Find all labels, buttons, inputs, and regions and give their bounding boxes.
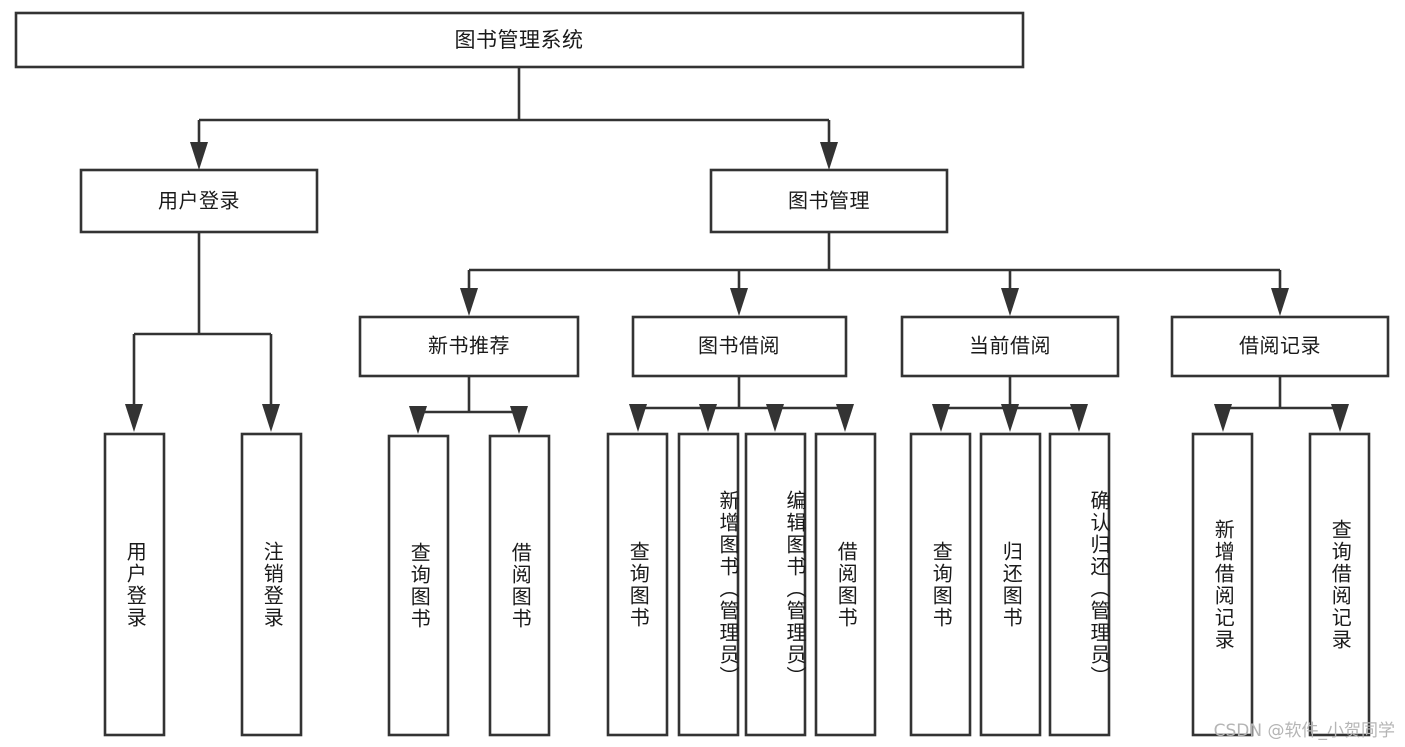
csdn-watermark: CSDN @软件_小贺同学 xyxy=(1213,721,1395,741)
leaf-add-record-box[interactable] xyxy=(1191,432,1254,737)
leaf-query-book-2-box[interactable] xyxy=(606,432,669,737)
arrowhead-leaf-query-record xyxy=(1331,404,1349,432)
node-root-box[interactable] xyxy=(14,11,1025,69)
node-root[interactable]: 图书管理系统 xyxy=(14,11,1025,69)
connector-group-book-borrow xyxy=(629,376,854,432)
connector-group-book-manage xyxy=(460,232,1289,316)
connector-group-new-book-recommend xyxy=(409,376,528,434)
node-current-borrow[interactable]: 当前借阅 xyxy=(900,315,1120,378)
arrowhead-new-book-recommend xyxy=(460,288,478,316)
arrowhead-leaf-borrow-book-1 xyxy=(510,406,528,434)
arrowhead-book-manage xyxy=(820,142,838,170)
arrowhead-current-borrow xyxy=(1001,288,1019,316)
node-user-login[interactable]: 用户登录 xyxy=(79,168,319,234)
arrowhead-leaf-query-book-2 xyxy=(629,404,647,432)
node-user-login-label: 用户登录 xyxy=(158,189,240,213)
arrowhead-leaf-user-login xyxy=(125,404,143,432)
connector-group-borrow-record xyxy=(1214,376,1349,432)
leaf-borrow-book-1-box[interactable] xyxy=(488,434,551,737)
node-new-book-recommend[interactable]: 新书推荐 xyxy=(358,315,580,378)
leaf-return-book-box[interactable] xyxy=(979,432,1042,737)
node-borrow-record-label: 借阅记录 xyxy=(1239,334,1321,358)
leaf-user-login-box[interactable] xyxy=(103,432,166,737)
leaf-query-book-1-box[interactable] xyxy=(387,434,450,737)
node-current-borrow-box[interactable] xyxy=(900,315,1120,378)
arrowhead-leaf-confirm-return xyxy=(1070,404,1088,432)
leaf-boxes-borrow-record xyxy=(1191,432,1371,737)
leaf-edit-book-box[interactable] xyxy=(744,432,807,737)
arrowhead-leaf-add-book xyxy=(699,404,717,432)
node-book-manage-box[interactable] xyxy=(709,168,949,234)
connector-group-root xyxy=(190,67,838,170)
arrowhead-user-login xyxy=(190,142,208,170)
arrowhead-leaf-borrow-book-2 xyxy=(836,404,854,432)
arrowhead-leaf-add-record xyxy=(1214,404,1232,432)
arrowhead-book-borrow xyxy=(730,288,748,316)
node-current-borrow-label: 当前借阅 xyxy=(969,334,1051,358)
leaf-borrow-book-2-box[interactable] xyxy=(814,432,877,737)
leaf-query-record-box[interactable] xyxy=(1308,432,1371,737)
node-borrow-record-box[interactable] xyxy=(1170,315,1390,378)
node-book-borrow[interactable]: 图书借阅 xyxy=(631,315,848,378)
arrowhead-leaf-user-logout xyxy=(262,404,280,432)
node-book-borrow-box[interactable] xyxy=(631,315,848,378)
arrowhead-leaf-query-book-3 xyxy=(932,404,950,432)
node-root-label: 图书管理系统 xyxy=(455,28,584,52)
arrowhead-leaf-edit-book xyxy=(766,404,784,432)
node-borrow-record[interactable]: 借阅记录 xyxy=(1170,315,1390,378)
node-new-book-recommend-box[interactable] xyxy=(358,315,580,378)
leaf-add-book-box[interactable] xyxy=(677,432,740,737)
leaf-boxes-book-borrow xyxy=(606,432,877,737)
node-book-manage[interactable]: 图书管理 xyxy=(709,168,949,234)
connector-group-current-borrow xyxy=(932,376,1088,432)
arrowhead-borrow-record xyxy=(1271,288,1289,316)
leaf-boxes-user-login xyxy=(103,432,303,737)
leaf-boxes-current-borrow xyxy=(909,432,1111,737)
node-new-book-recommend-label: 新书推荐 xyxy=(428,334,510,358)
leaf-user-logout-box[interactable] xyxy=(240,432,303,737)
node-book-borrow-label: 图书借阅 xyxy=(698,334,780,358)
node-user-login-box[interactable] xyxy=(79,168,319,234)
node-book-manage-label: 图书管理 xyxy=(788,189,870,213)
connector-group-user-login xyxy=(125,232,280,432)
arrowhead-leaf-return-book xyxy=(1001,404,1019,432)
leaf-query-book-3-box[interactable] xyxy=(909,432,972,737)
leaf-confirm-return-box[interactable] xyxy=(1048,432,1111,737)
arrowhead-leaf-query-book-1 xyxy=(409,406,427,434)
leaf-boxes-new-book-recommend xyxy=(387,434,551,737)
